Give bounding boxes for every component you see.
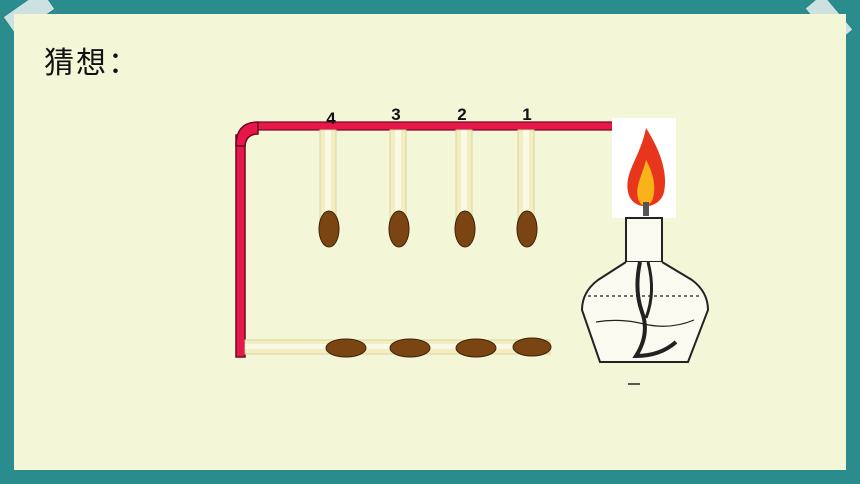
hanging-match-2 [454,129,476,248]
slide: 猜想： [14,14,846,470]
vertical-rod [235,134,246,358]
match-label-2: 2 [457,105,466,124]
hanging-match-3 [388,129,410,248]
rod-elbow [235,121,259,147]
bottom-match-row [244,337,552,358]
match-label-1: 1 [522,105,531,124]
hanging-match-4 [318,129,340,248]
alcohol-lamp-icon [580,217,710,385]
match-label-4: 4 [326,109,336,128]
page-title: 猜想： [44,46,140,81]
hanging-match-1 [516,129,538,248]
match-label-3: 3 [391,105,400,124]
horizontal-rod [257,121,643,131]
flame-icon [612,118,676,218]
